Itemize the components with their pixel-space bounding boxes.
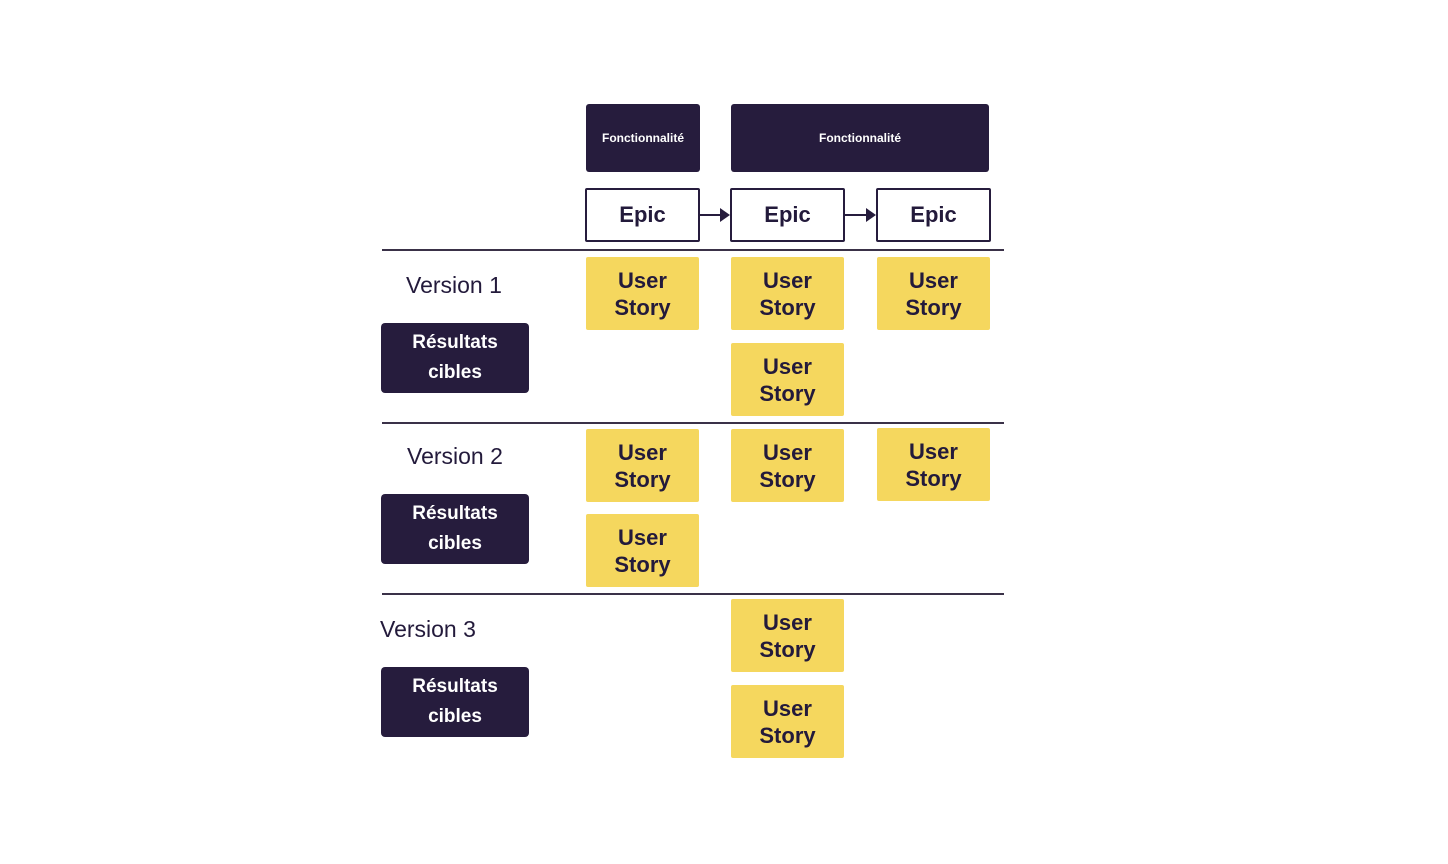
epic-label: Epic: [764, 202, 811, 227]
epic-box-3: Epic: [876, 188, 991, 242]
epic-label: Epic: [619, 202, 666, 227]
epic-box-1: Epic: [585, 188, 700, 242]
user-story-label: User Story: [614, 524, 671, 577]
user-story-label: User Story: [759, 695, 816, 748]
version-divider-3: [382, 593, 1004, 595]
epic-arrow-1-to-2: [700, 208, 730, 222]
target-results-1: Résultats cibles: [381, 323, 529, 393]
target-results-3: Résultats cibles: [381, 667, 529, 737]
version-label-2: Version 2: [407, 443, 503, 469]
user-story-card: User Story: [877, 428, 990, 501]
user-story-label: User Story: [614, 439, 671, 492]
version-label-1: Version 1: [406, 272, 502, 298]
user-story-label: User Story: [759, 353, 816, 406]
target-results-label: Résultats cibles: [412, 332, 498, 383]
user-story-card: User Story: [877, 257, 990, 330]
user-story-card: User Story: [586, 514, 699, 587]
user-story-label: User Story: [614, 267, 671, 320]
user-story-card: User Story: [731, 343, 844, 416]
feature-header-label: Fonctionnalité: [602, 131, 684, 145]
epic-arrow-2-to-3: [845, 208, 876, 222]
user-story-card: User Story: [731, 599, 844, 672]
user-story-card: User Story: [731, 429, 844, 502]
user-story-card: User Story: [586, 429, 699, 502]
feature-header-2: Fonctionnalité: [731, 104, 989, 172]
epic-label: Epic: [910, 202, 957, 227]
user-story-card: User Story: [731, 685, 844, 758]
epic-box-2: Epic: [730, 188, 845, 242]
user-story-label: User Story: [905, 438, 962, 491]
target-results-label: Résultats cibles: [412, 503, 498, 554]
version-divider-1: [382, 249, 1004, 251]
feature-header-1: Fonctionnalité: [586, 104, 700, 172]
feature-header-label: Fonctionnalité: [819, 131, 901, 145]
user-story-card: User Story: [586, 257, 699, 330]
target-results-label: Résultats cibles: [412, 676, 498, 727]
version-divider-2: [382, 422, 1004, 424]
user-story-label: User Story: [905, 267, 962, 320]
user-story-label: User Story: [759, 609, 816, 662]
user-story-label: User Story: [759, 267, 816, 320]
user-story-card: User Story: [731, 257, 844, 330]
user-story-label: User Story: [759, 439, 816, 492]
version-label-3: Version 3: [380, 616, 476, 642]
target-results-2: Résultats cibles: [381, 494, 529, 564]
